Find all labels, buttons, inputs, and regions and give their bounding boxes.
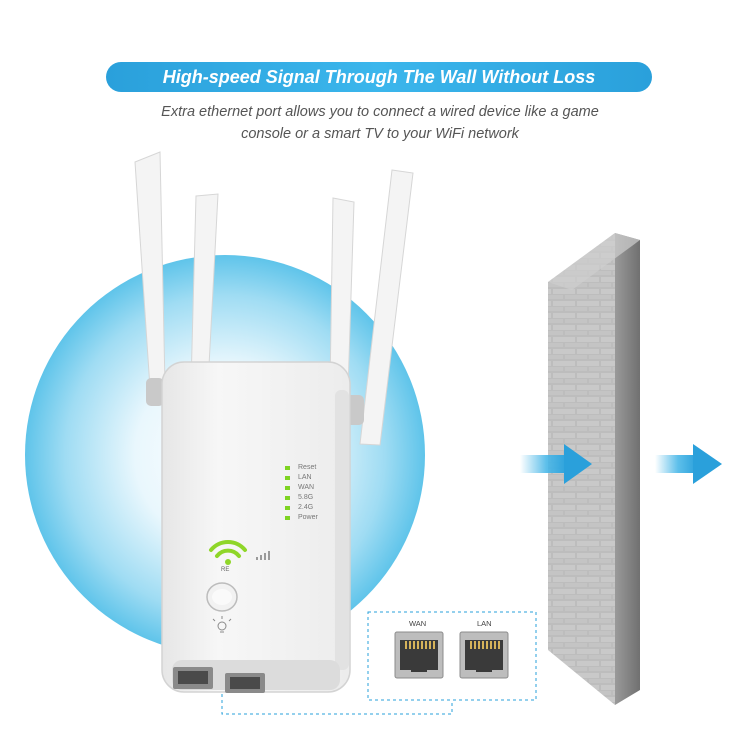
- led-label-reset: Reset: [298, 464, 317, 471]
- description-line-2: console or a smart TV to your WiFi netwo…: [241, 126, 519, 142]
- ports-zoom-box: [367, 611, 537, 701]
- light-bulb-icon: [212, 616, 232, 633]
- headline-text: High-speed Signal Through The Wall Witho…: [162, 66, 596, 87]
- zoom-wan-port: [394, 631, 444, 679]
- led-label-wan: WAN: [298, 484, 315, 491]
- dashed-connector: [221, 694, 453, 715]
- signal-arrow-out-of-wall: [655, 444, 722, 484]
- led-label-lan: LAN: [298, 474, 312, 481]
- led-label-24g: 2.4G: [298, 504, 314, 511]
- led-indicators: [285, 466, 290, 520]
- device-lan-port: [225, 673, 265, 693]
- headline-banner: High-speed Signal Through The Wall Witho…: [106, 62, 652, 92]
- wan-port-label: WAN: [409, 619, 427, 628]
- description-line-1: Extra ethernet port allows you to connec…: [161, 104, 599, 120]
- repeater-body: [161, 361, 351, 693]
- re-mode-label: RE: [221, 567, 230, 573]
- led-label-5g: 5.8G: [298, 494, 314, 501]
- lan-port-label: LAN: [477, 619, 492, 628]
- description-text: Extra ethernet port allows you to connec…: [90, 101, 670, 145]
- antenna-right-outer: [359, 169, 414, 446]
- signal-arrow-into-wall: [520, 444, 592, 484]
- zoom-lan-port: [459, 631, 509, 679]
- device-wan-port: [173, 667, 213, 689]
- led-label-power: Power: [298, 514, 318, 521]
- wifi-icon: [209, 539, 247, 565]
- wps-button[interactable]: [206, 582, 238, 612]
- signal-strength-icon: [256, 551, 270, 560]
